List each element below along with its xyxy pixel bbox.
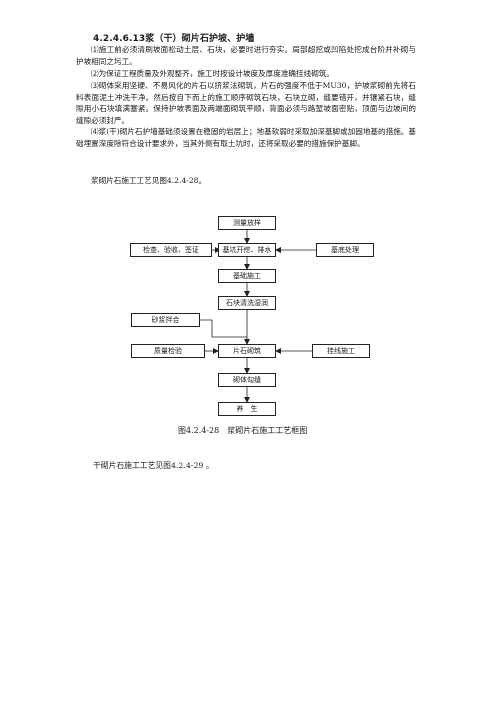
paragraph-5: 浆砌片石施工工艺见图4.2.4-28。	[91, 176, 207, 185]
paragraph-2: ⑵为保证工程质量及外观整齐，施工时按设计坡度及厚度准确挂线砌筑。	[91, 69, 334, 78]
flow-box-mortar-mix: 砂浆拌合	[131, 313, 200, 327]
paragraph-4: ⑷浆(干)砌片石护墙基础须设置在稳固的岩层上；地基软弱时采取加深基脚或加固地基的…	[76, 127, 416, 148]
paragraph-1: ⑴施工前必须清刷坡面松动土层、石块，必要时进行夯实。局部超挖或凹陷处挖成台阶并补…	[76, 45, 416, 66]
flow-box-quality-check: 质量检验	[131, 344, 205, 358]
flow-box-clean-stone: 石块清洗湿润	[218, 296, 276, 310]
figure-caption: 图4.2.4-28 浆砌片石施工工艺框图	[178, 426, 308, 435]
flow-box-curing: 养 生	[218, 402, 276, 416]
next-figure-reference: 干砌片石施工工艺见图4.2.4-29 。	[93, 461, 214, 470]
flow-box-masonry: 片石砌筑	[218, 344, 276, 358]
paragraph-3: ⑶砌体采用坚硬、不易风化的片石以挤浆法砌筑，片石的强度不低于MU30，护坡浆砌前…	[76, 81, 416, 125]
flow-box-inspect: 检查、验收、签证	[130, 243, 212, 257]
arrow-mortar-masonry	[200, 319, 247, 338]
flow-box-pointing: 砌体勾缝	[218, 373, 276, 387]
flow-box-survey: 测量放样	[218, 216, 276, 230]
flow-box-foundation-work: 基础施工	[218, 269, 276, 283]
flow-box-excavate: 基坑开挖、排水	[218, 243, 276, 257]
flow-box-string-line: 挂线施工	[312, 344, 370, 358]
section-heading: 4.2.4.6.13浆（干）砌片石护坡、护墙	[93, 34, 255, 44]
flow-box-foundation-treat: 基底处理	[316, 243, 374, 257]
